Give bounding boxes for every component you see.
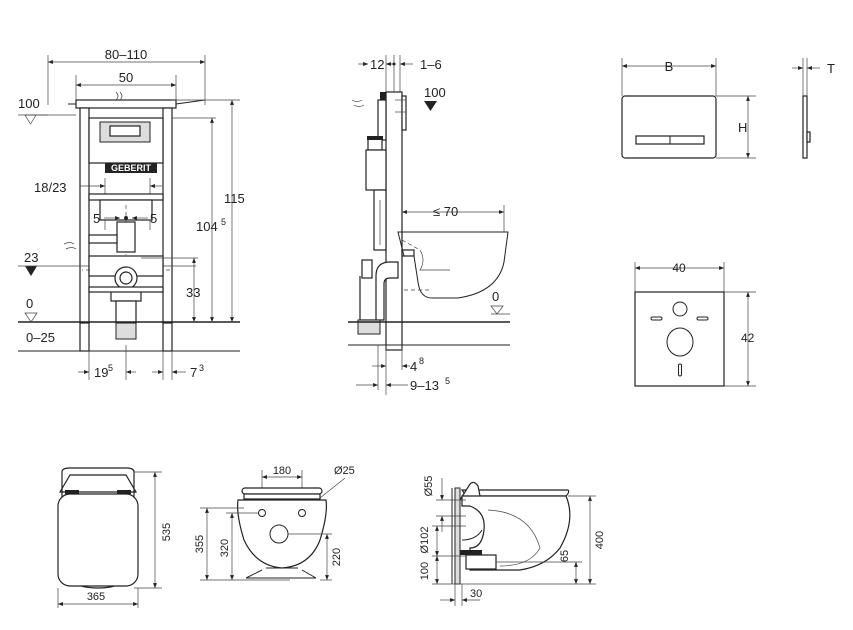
- wc-side-view: Ø55 Ø102 100 30 65 400: [419, 476, 606, 606]
- dim-width-range: 80–110: [105, 47, 147, 62]
- dim-pipe-spacing: 18/23: [34, 180, 67, 195]
- dim-rear-height-bolts: 320: [219, 539, 231, 557]
- dim-depth-range-bottom: 9–13: [410, 378, 439, 393]
- dim-level-zero: 0: [26, 296, 33, 311]
- dim-rear-height-outlet: 220: [331, 548, 343, 566]
- dim-bottom-right: 7: [190, 365, 197, 380]
- dim-width: 50: [119, 70, 133, 85]
- dim-height-inner: 104: [196, 219, 218, 234]
- dim-depth-range-bottom-sup: 5: [445, 376, 450, 386]
- dim-bottom-left: 19: [94, 365, 108, 380]
- dim-offset-left: 5: [93, 211, 100, 226]
- dim-height-outlet: 33: [186, 285, 200, 300]
- flush-plate-view: B H T: [621, 58, 835, 159]
- dim-side-height-bottom: 100: [419, 562, 431, 580]
- brand-label: GEBERIT: [111, 163, 152, 173]
- dim-inlet-diameter: Ø55: [423, 476, 435, 497]
- dim-depth-top: 12: [370, 57, 384, 72]
- dim-depth-small: 4: [410, 359, 417, 374]
- dim-depth-range: 1–6: [420, 57, 442, 72]
- dim-bolt-spacing: 180: [273, 465, 291, 477]
- dim-depth-small-sup: 8: [419, 356, 424, 366]
- dim-height-total: 115: [224, 191, 245, 206]
- sound-pad-view: 40 42: [634, 261, 756, 387]
- dim-bottom-right-sup: 3: [199, 363, 204, 373]
- dim-wc-length: 535: [161, 523, 173, 541]
- dim-side-height-outlet: 65: [559, 550, 571, 562]
- dim-plate-width: B: [665, 59, 674, 74]
- dim-wc-width: 365: [87, 591, 105, 603]
- dim-offset-right: 5: [150, 211, 157, 226]
- dim-side-depth: 30: [470, 588, 482, 600]
- dim-outlet-diameter: Ø102: [419, 527, 431, 554]
- dim-plate-thickness: T: [827, 61, 835, 76]
- dim-height-inner-sup: 5: [221, 217, 226, 227]
- frame-front-view: 80–110 50 100 GEBERIT 18/23: [18, 47, 245, 380]
- wc-top-view: 535 365: [57, 467, 173, 608]
- dim-level-mid: 23: [24, 250, 38, 265]
- dim-pad-height: 42: [741, 331, 755, 345]
- dim-level-top: 100: [18, 96, 40, 111]
- dim-level-top-side: 100: [424, 85, 446, 100]
- dim-side-height-total: 400: [594, 531, 606, 549]
- frame-side-view: 12 1–6 100 ≤ 70: [348, 55, 510, 395]
- dim-pad-width: 40: [672, 261, 686, 275]
- dim-bottom-left-sup: 5: [108, 363, 113, 373]
- dim-projection: ≤ 70: [433, 204, 458, 219]
- dim-level-zero-side: 0: [492, 289, 499, 304]
- dim-rear-height-total: 355: [194, 535, 206, 553]
- dim-floor-range: 0–25: [26, 330, 55, 345]
- dim-bolt-diameter: Ø25: [334, 465, 355, 477]
- dim-plate-height: H: [738, 120, 747, 135]
- wc-rear-view: 180 Ø25 355 320 220: [194, 465, 355, 581]
